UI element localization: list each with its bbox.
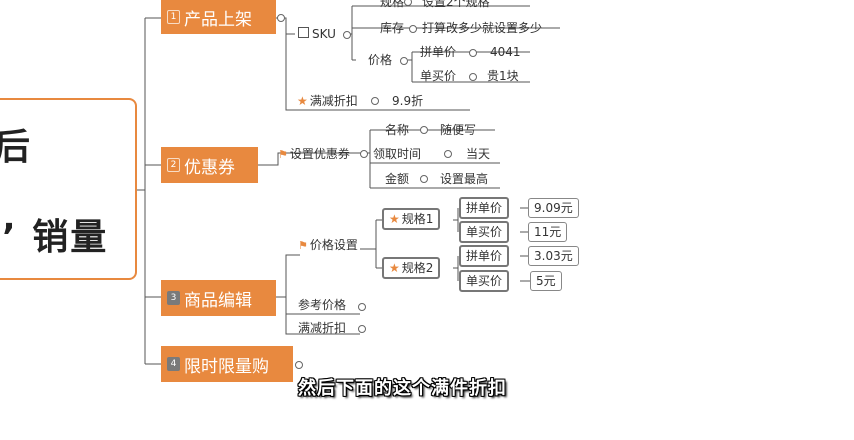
node-label: 价格设置 bbox=[309, 238, 358, 252]
collapse-toggle[interactable] bbox=[469, 49, 477, 57]
central-topic-text-top: 后 bbox=[0, 127, 31, 168]
node-stock-key[interactable]: 库存 bbox=[380, 21, 405, 35]
branch-product-listing[interactable]: 1 产品上架 bbox=[161, 0, 276, 34]
branch-number-badge: 3 bbox=[167, 291, 180, 305]
node-stock-value[interactable]: 打算改多少就设置多少 bbox=[422, 21, 543, 35]
node-single-price-value[interactable]: 贵1块 bbox=[487, 69, 519, 83]
star-icon: ★ bbox=[297, 94, 308, 108]
video-subtitle: 然后下面的这个满件折扣 bbox=[298, 378, 507, 399]
star-icon: ★ bbox=[389, 212, 400, 226]
star-icon: ★ bbox=[389, 261, 400, 275]
node-spec1-group-price-value[interactable]: 9.09元 bbox=[528, 198, 579, 218]
collapse-toggle[interactable] bbox=[358, 325, 366, 333]
node-discount-edit[interactable]: 满减折扣 bbox=[298, 321, 347, 335]
node-spec-value[interactable]: 设置2个规格 bbox=[422, 0, 490, 9]
flag-icon: ⚑ bbox=[298, 239, 308, 252]
collapse-toggle[interactable] bbox=[277, 14, 285, 22]
node-spec2-single-price-value[interactable]: 5元 bbox=[530, 271, 562, 291]
central-topic[interactable]: 后 ’ 销量 bbox=[0, 98, 137, 280]
collapse-toggle[interactable] bbox=[295, 361, 303, 369]
collapse-toggle[interactable] bbox=[343, 31, 351, 39]
node-label: 满减折扣 bbox=[309, 94, 358, 108]
collapse-toggle[interactable] bbox=[400, 57, 408, 65]
sku-icon bbox=[298, 27, 309, 38]
node-coupon-name-key[interactable]: 名称 bbox=[385, 123, 410, 137]
branch-coupon[interactable]: 2 优惠券 bbox=[161, 147, 258, 183]
node-coupon-setting[interactable]: ⚑设置优惠券 bbox=[278, 146, 350, 163]
node-group-price-key[interactable]: 拼单价 bbox=[420, 45, 457, 59]
branch-number-badge: 2 bbox=[167, 158, 180, 172]
node-discount[interactable]: ★满减折扣 bbox=[297, 93, 358, 109]
node-spec2-group-price[interactable]: 拼单价 bbox=[459, 245, 510, 267]
branch-number-badge: 4 bbox=[167, 357, 180, 371]
collapse-toggle[interactable] bbox=[404, 0, 412, 6]
collapse-toggle[interactable] bbox=[409, 25, 417, 33]
node-label: 规格1 bbox=[401, 212, 434, 226]
node-claim-time-value[interactable]: 当天 bbox=[466, 147, 491, 161]
node-label: 设置优惠券 bbox=[289, 147, 350, 161]
node-spec2-single-price[interactable]: 单买价 bbox=[459, 270, 510, 292]
node-price-key[interactable]: 价格 bbox=[368, 53, 393, 67]
node-spec-key[interactable]: 规格 bbox=[380, 0, 405, 9]
node-spec1-single-price[interactable]: 单买价 bbox=[459, 221, 510, 243]
node-label: 规格2 bbox=[401, 261, 434, 275]
collapse-toggle[interactable] bbox=[371, 97, 379, 105]
branch-product-edit[interactable]: 3 商品编辑 bbox=[161, 280, 276, 316]
branch-label: 产品上架 bbox=[184, 9, 252, 30]
node-group-price-value[interactable]: 4041 bbox=[490, 45, 521, 59]
central-topic-text-bottom: ’ 销量 bbox=[2, 217, 109, 258]
node-spec1-single-price-value[interactable]: 11元 bbox=[528, 222, 568, 242]
node-discount-value[interactable]: 9.9折 bbox=[392, 94, 424, 108]
branch-label: 优惠券 bbox=[184, 157, 235, 178]
node-coupon-name-value[interactable]: 随便写 bbox=[440, 123, 477, 137]
node-label: SKU bbox=[312, 27, 336, 41]
node-spec1[interactable]: ★规格1 bbox=[382, 208, 441, 230]
collapse-toggle[interactable] bbox=[444, 150, 452, 158]
branch-label: 限时限量购 bbox=[184, 356, 269, 377]
node-spec1-group-price[interactable]: 拼单价 bbox=[459, 197, 510, 219]
node-reference-price[interactable]: 参考价格 bbox=[298, 298, 347, 312]
collapse-toggle[interactable] bbox=[469, 73, 477, 81]
branch-label: 商品编辑 bbox=[184, 290, 252, 311]
collapse-toggle[interactable] bbox=[420, 126, 428, 134]
node-amount-value[interactable]: 设置最高 bbox=[440, 172, 489, 186]
node-price-setting[interactable]: ⚑价格设置 bbox=[298, 237, 358, 254]
collapse-toggle[interactable] bbox=[360, 150, 368, 158]
node-amount-key[interactable]: 金额 bbox=[385, 172, 410, 186]
branch-flash-sale[interactable]: 4 限时限量购 bbox=[161, 346, 293, 382]
collapse-toggle[interactable] bbox=[420, 175, 428, 183]
node-sku[interactable]: SKU bbox=[298, 26, 336, 42]
flag-icon: ⚑ bbox=[278, 148, 288, 161]
node-spec2-group-price-value[interactable]: 3.03元 bbox=[528, 246, 579, 266]
node-single-price-key[interactable]: 单买价 bbox=[420, 69, 457, 83]
node-claim-time-key[interactable]: 领取时间 bbox=[373, 147, 422, 161]
branch-number-badge: 1 bbox=[167, 10, 180, 24]
node-spec2[interactable]: ★规格2 bbox=[382, 257, 441, 279]
collapse-toggle[interactable] bbox=[358, 303, 366, 311]
